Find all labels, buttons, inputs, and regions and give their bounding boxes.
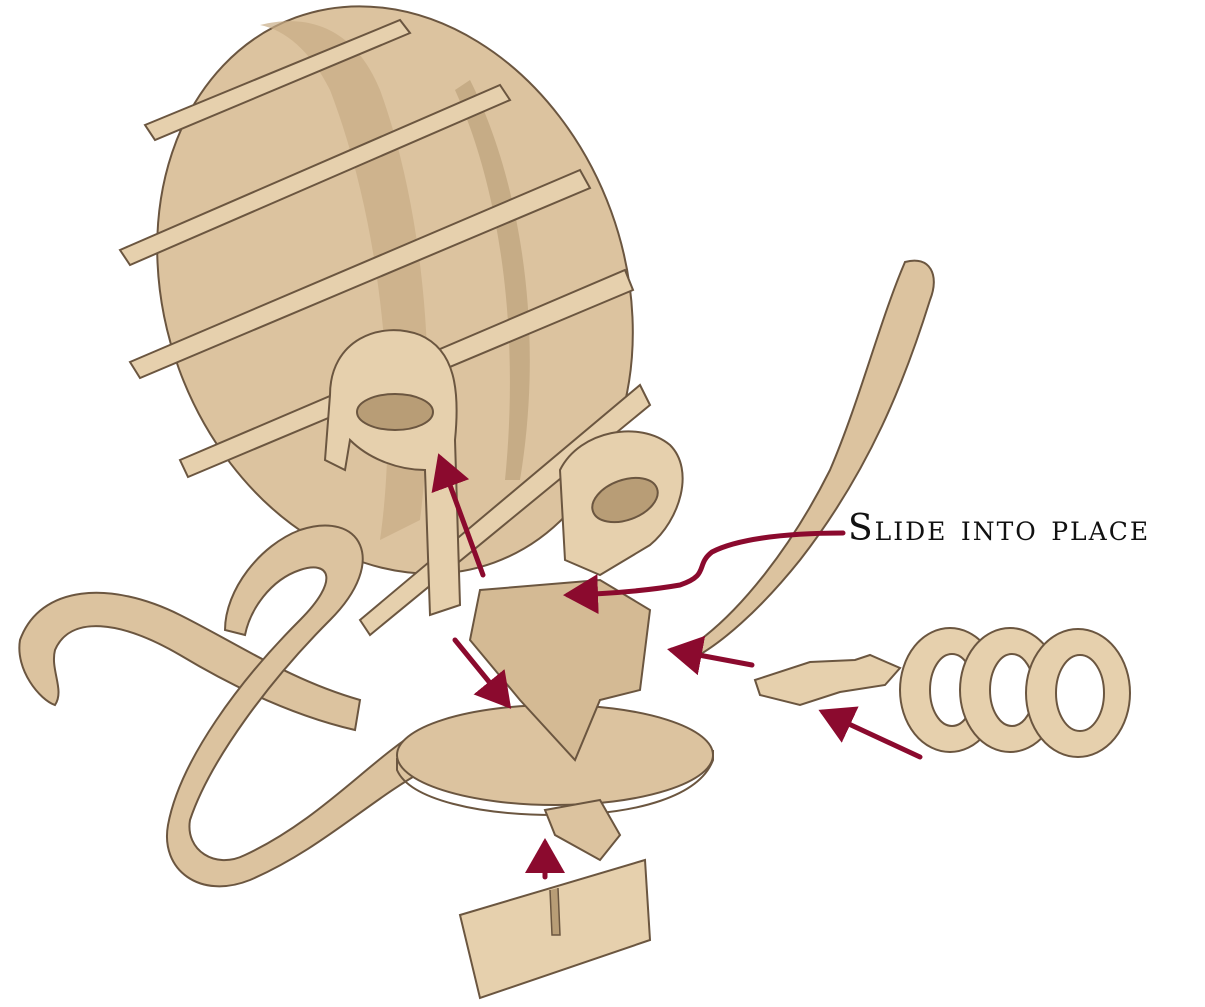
washer-ring <box>1026 629 1130 757</box>
washer-rings <box>900 628 1130 757</box>
tentacle-right <box>690 261 934 660</box>
callout-label: Slide into place <box>848 508 1150 549</box>
lower-fin <box>545 800 620 860</box>
arrow-left-key <box>672 650 752 665</box>
key-piece <box>755 655 900 705</box>
eye-plate-right <box>560 431 683 575</box>
